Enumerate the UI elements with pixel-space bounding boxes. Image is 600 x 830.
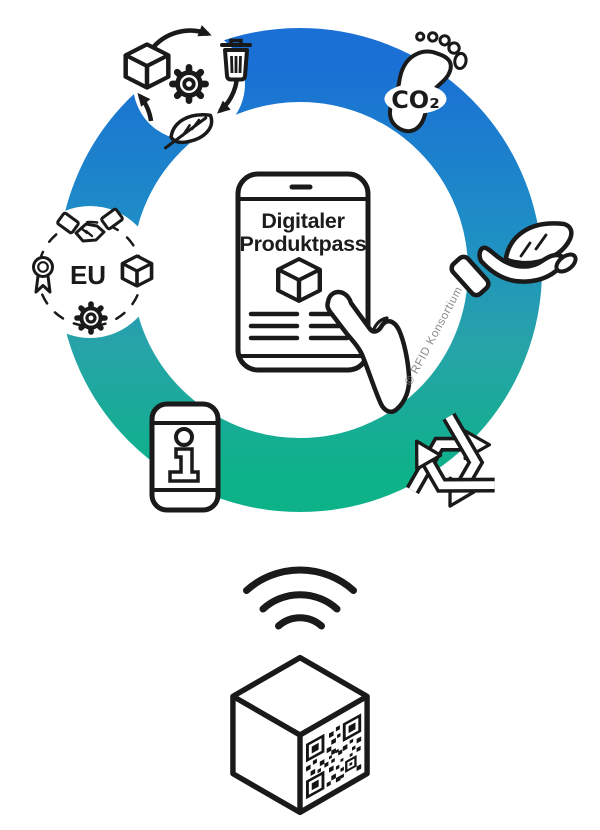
gear-icon bbox=[172, 67, 205, 100]
product-cube-icon bbox=[278, 259, 320, 301]
product-cube-icon bbox=[126, 44, 169, 87]
open-hand-icon bbox=[449, 245, 578, 298]
co2-label: CO₂ bbox=[391, 86, 440, 114]
recycling-icon bbox=[405, 412, 495, 508]
qr-code bbox=[306, 713, 362, 800]
toes bbox=[415, 31, 468, 71]
award-medal-icon bbox=[32, 256, 54, 294]
wifi-signal-icon bbox=[243, 566, 357, 630]
production-cycle-icon bbox=[126, 25, 252, 150]
device-title-line1: Digitaler bbox=[261, 209, 345, 233]
eu-cluster-halo bbox=[24, 206, 156, 338]
handshake-icon bbox=[56, 207, 124, 243]
eu-regulation-icon: EU bbox=[32, 207, 154, 332]
eu-label: EU bbox=[70, 260, 106, 290]
co2-footprint-icon: CO₂ bbox=[384, 31, 468, 134]
leaf-icon bbox=[164, 113, 214, 150]
product-box-qr-icon bbox=[233, 658, 367, 813]
cube-icon bbox=[120, 254, 154, 288]
tablet-product-pass-icon: Digitaler Produktpass bbox=[235, 171, 412, 414]
gear-icon bbox=[77, 304, 105, 332]
info-smartphone-icon bbox=[149, 401, 221, 513]
trash-icon bbox=[220, 38, 252, 82]
co2-bubble bbox=[384, 83, 447, 114]
hand-leaf-icon bbox=[449, 221, 578, 298]
holding-hand-icon bbox=[325, 289, 412, 414]
info-symbol bbox=[168, 427, 200, 483]
device-title-line2: Produktpass bbox=[240, 232, 367, 256]
